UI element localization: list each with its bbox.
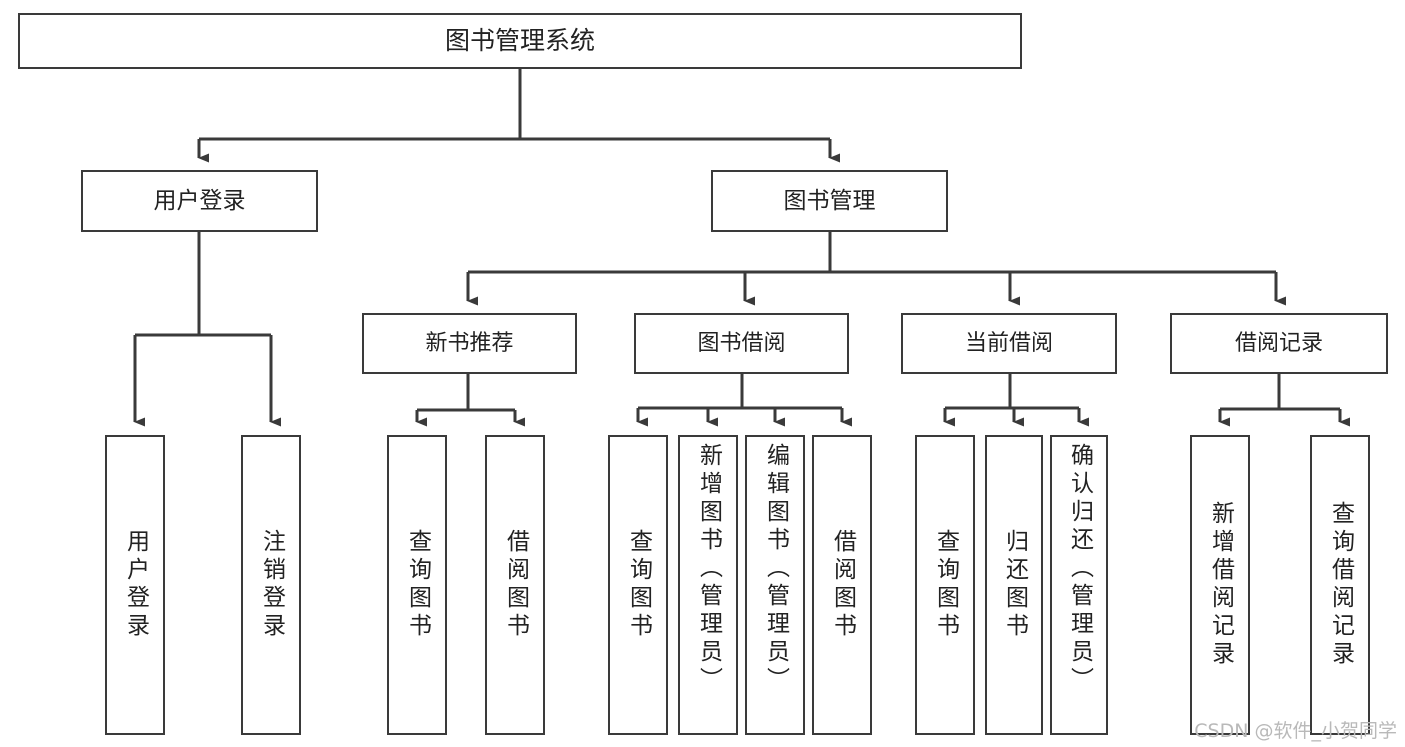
leaf-borrow-book-recommend[interactable]: 借阅图书 <box>485 435 545 735</box>
leaf-edit-book-admin[interactable]: 编辑图书（管理员） <box>745 435 805 735</box>
node-label: 借阅记录 <box>1234 330 1323 356</box>
node-label: 编辑图书（管理员） <box>762 443 789 695</box>
leaf-user-login[interactable]: 用户登录 <box>105 435 165 735</box>
node-label: 新增借阅记录 <box>1207 501 1234 669</box>
node-root[interactable]: 图书管理系统 <box>18 13 1022 69</box>
node-label: 新增图书（管理员） <box>695 443 722 695</box>
node-label: 借阅图书 <box>502 529 529 641</box>
node-label: 当前借阅 <box>964 330 1053 356</box>
watermark-text: CSDN @软件_小贺同学 <box>1194 720 1397 742</box>
node-book-management[interactable]: 图书管理 <box>711 170 948 232</box>
node-book-borrow[interactable]: 图书借阅 <box>634 313 849 374</box>
node-label: 图书管理 <box>783 187 876 214</box>
node-label: 新书推荐 <box>425 330 514 356</box>
node-borrow-records[interactable]: 借阅记录 <box>1170 313 1388 374</box>
node-label: 图书借阅 <box>697 330 786 356</box>
node-label: 借阅图书 <box>829 529 856 641</box>
leaf-borrow-book[interactable]: 借阅图书 <box>812 435 872 735</box>
leaf-query-book-current[interactable]: 查询图书 <box>915 435 975 735</box>
leaf-confirm-return-admin[interactable]: 确认归还（管理员） <box>1050 435 1108 735</box>
node-label: 注销登录 <box>258 529 285 641</box>
node-label: 确认归还（管理员） <box>1066 443 1093 695</box>
node-label: 图书管理系统 <box>444 26 595 56</box>
node-label: 归还图书 <box>1001 529 1028 641</box>
node-label: 查询借阅记录 <box>1327 501 1354 669</box>
leaf-query-book[interactable]: 查询图书 <box>608 435 668 735</box>
node-label: 查询图书 <box>932 529 959 641</box>
leaf-logout[interactable]: 注销登录 <box>241 435 301 735</box>
node-label: 查询图书 <box>404 529 431 641</box>
leaf-add-book-admin[interactable]: 新增图书（管理员） <box>678 435 738 735</box>
node-current-borrow[interactable]: 当前借阅 <box>901 313 1117 374</box>
leaf-return-book[interactable]: 归还图书 <box>985 435 1043 735</box>
node-new-book-recommend[interactable]: 新书推荐 <box>362 313 577 374</box>
leaf-query-borrow-record[interactable]: 查询借阅记录 <box>1310 435 1370 735</box>
leaf-add-borrow-record[interactable]: 新增借阅记录 <box>1190 435 1250 735</box>
leaf-query-book-recommend[interactable]: 查询图书 <box>387 435 447 735</box>
node-label: 用户登录 <box>153 187 246 214</box>
node-user-login[interactable]: 用户登录 <box>81 170 318 232</box>
node-label: 用户登录 <box>122 529 149 641</box>
node-label: 查询图书 <box>625 529 652 641</box>
